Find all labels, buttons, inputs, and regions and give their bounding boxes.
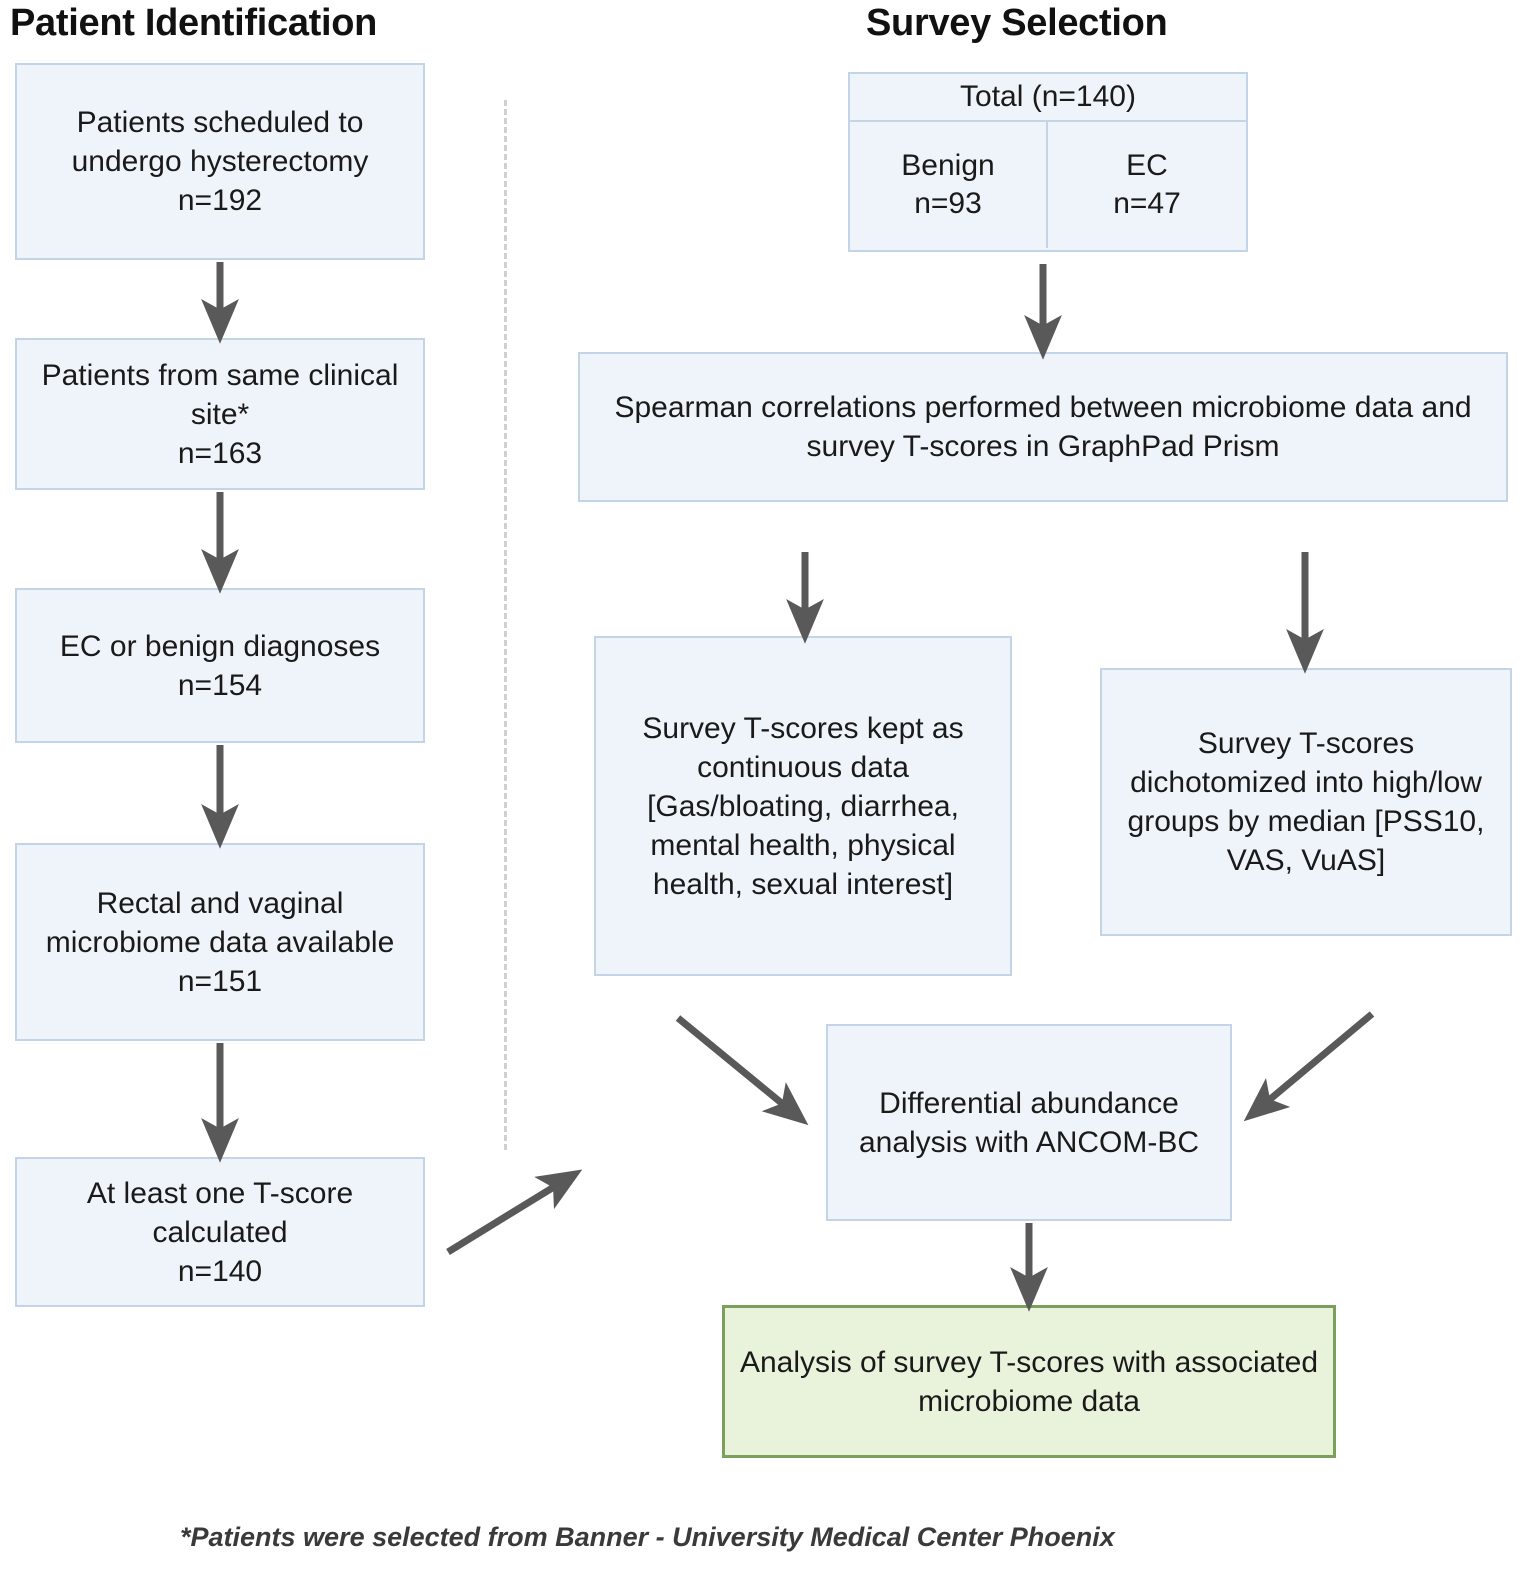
footnote-clinical-site: *Patients were selected from Banner - Un…: [180, 1522, 1115, 1552]
arrow-dichotomized-to-ancom: [1243, 1011, 1375, 1122]
group-table-cell-ec: EC n=47: [1048, 122, 1246, 248]
node-same-clinical-site-label: Patients from same clinical site* n=163: [41, 358, 399, 470]
node-patients-scheduled: Patients scheduled to undergo hysterecto…: [15, 63, 425, 260]
group-table-total-label: Total (n=140): [960, 80, 1136, 113]
node-differential-abundance-ancom-bc: Differential abundance analysis with ANC…: [826, 1024, 1232, 1221]
node-ec-or-benign-diagnoses-label: EC or benign diagnoses n=154: [59, 629, 381, 702]
group-table-cell-benign-label: Benign n=93: [901, 148, 995, 220]
node-dichotomized-tscores-label: Survey T-scores dichotomized into high/l…: [1127, 727, 1485, 877]
node-analysis-outcome: Analysis of survey T-scores with associa…: [722, 1305, 1336, 1458]
node-ec-or-benign-diagnoses: EC or benign diagnoses n=154: [15, 588, 425, 743]
node-spearman-correlations-label: Spearman correlations performed between …: [614, 391, 1472, 463]
node-microbiome-data-available-label: Rectal and vaginal microbiome data avail…: [45, 886, 395, 998]
node-patients-scheduled-label: Patients scheduled to undergo hysterecto…: [71, 106, 369, 217]
node-differential-abundance-ancom-bc-label: Differential abundance analysis with ANC…: [858, 1086, 1200, 1159]
group-table-row: Benign n=93 EC n=47: [850, 122, 1246, 248]
node-dichotomized-tscores: Survey T-scores dichotomized into high/l…: [1100, 668, 1512, 936]
node-microbiome-data-available: Rectal and vaginal microbiome data avail…: [15, 843, 425, 1041]
node-continuous-tscores: Survey T-scores kept as continuous data …: [594, 636, 1012, 976]
node-continuous-tscores-label: Survey T-scores kept as continuous data …: [642, 711, 964, 901]
group-summary-table: Total (n=140) Benign n=93 EC n=47: [848, 72, 1248, 252]
group-table-total-cell: Total (n=140): [850, 74, 1246, 122]
group-table-cell-benign: Benign n=93: [850, 122, 1048, 248]
node-spearman-correlations: Spearman correlations performed between …: [578, 352, 1508, 502]
node-analysis-outcome-label: Analysis of survey T-scores with associa…: [739, 1345, 1318, 1418]
node-at-least-one-tscore-label: At least one T-score calculated n=140: [86, 1176, 354, 1288]
column-title-survey-selection: Survey Selection: [866, 2, 1168, 44]
column-divider: [504, 100, 507, 1150]
column-title-patient-identification: Patient Identification: [10, 2, 378, 44]
node-same-clinical-site: Patients from same clinical site* n=163: [15, 338, 425, 490]
group-table-cell-ec-label: EC n=47: [1113, 148, 1181, 220]
arrow-tscore-to-survey-selection: [446, 1169, 583, 1255]
arrow-continuous-to-ancom: [675, 1015, 809, 1126]
node-at-least-one-tscore: At least one T-score calculated n=140: [15, 1157, 425, 1307]
